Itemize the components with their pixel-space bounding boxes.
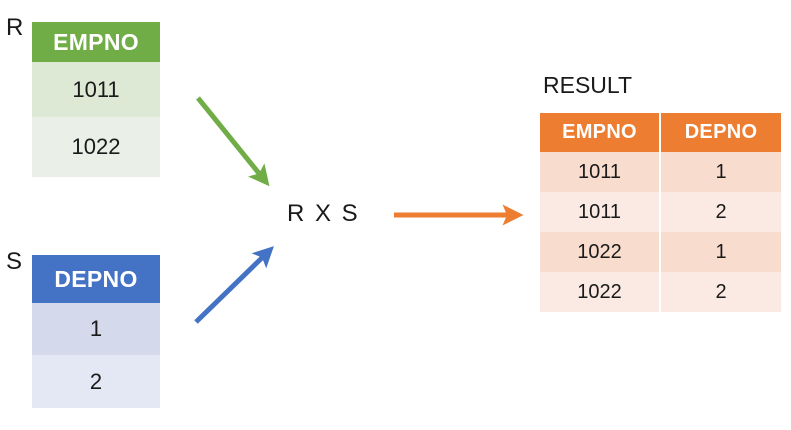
column-header-depno: DEPNO <box>660 113 781 152</box>
result-table: EMPNO DEPNO 1011 1 1011 2 1022 1 1022 2 <box>540 113 781 312</box>
table-row: 1011 <box>32 62 160 117</box>
table-header-row: EMPNO DEPNO <box>540 113 781 152</box>
result-table-label: RESULT <box>543 72 633 98</box>
cell-empno: 1022 <box>540 232 661 272</box>
cell-empno: 1022 <box>32 117 160 177</box>
cell-depno: 2 <box>32 355 160 408</box>
table-row: 2 <box>32 355 160 408</box>
column-header-empno: EMPNO <box>32 22 160 62</box>
arrow-from-s-icon <box>194 246 274 324</box>
relation-r-label: R <box>6 14 24 41</box>
table-header-row: EMPNO <box>32 22 160 62</box>
cell-depno: 2 <box>660 192 781 232</box>
relation-s-table: DEPNO 1 2 <box>32 255 160 408</box>
relation-r-table: EMPNO 1011 1022 <box>32 22 160 177</box>
cell-depno: 1 <box>32 303 160 355</box>
table-row: 1011 2 <box>540 192 781 232</box>
cell-depno: 2 <box>660 272 781 312</box>
column-header-empno: EMPNO <box>540 113 661 152</box>
table-header-row: DEPNO <box>32 255 160 303</box>
cell-empno: 1011 <box>540 192 661 232</box>
cell-empno: 1011 <box>540 152 661 192</box>
table-row: 1022 <box>32 117 160 177</box>
column-header-depno: DEPNO <box>32 255 160 303</box>
table-row: 1 <box>32 303 160 355</box>
table-row: 1022 1 <box>540 232 781 272</box>
table-row: 1011 1 <box>540 152 781 192</box>
relation-s-label: S <box>6 248 23 275</box>
cell-empno: 1011 <box>32 62 160 117</box>
cell-depno: 1 <box>660 152 781 192</box>
cell-empno: 1022 <box>540 272 661 312</box>
operation-label: R X S <box>287 200 360 227</box>
table-row: 1022 2 <box>540 272 781 312</box>
arrow-from-r-icon <box>196 96 270 187</box>
cell-depno: 1 <box>660 232 781 272</box>
